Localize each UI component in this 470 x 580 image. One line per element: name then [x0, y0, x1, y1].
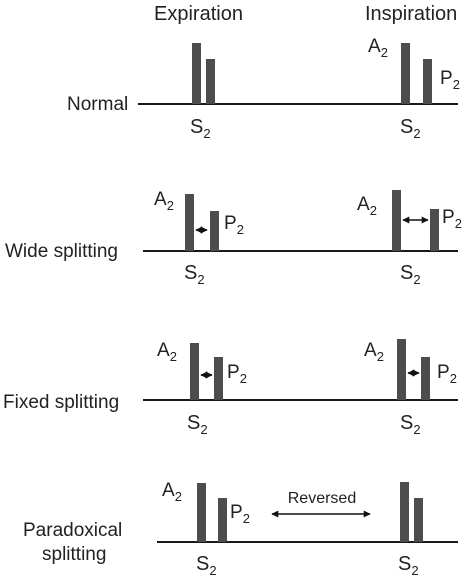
bar-p2-inspiration-fixed	[421, 357, 430, 400]
bar-p2-expiration-wide	[210, 211, 219, 251]
a2-label-inspiration-fixed: A2	[364, 340, 384, 364]
s2-label-inspiration-wide: S2	[400, 262, 421, 287]
row-normal: Normal S2 A2 P2 S2	[67, 36, 460, 141]
a2-label-inspiration-normal: A2	[368, 36, 388, 60]
bar-p2-expiration-normal	[206, 59, 215, 104]
row-label-wide-splitting: Wide splitting	[5, 241, 118, 262]
bar-a2-inspiration-fixed	[397, 339, 406, 400]
a2-label-expiration-wide: A2	[154, 189, 174, 213]
row-label-paradoxical-line1: Paradoxical	[23, 520, 122, 541]
p2-label-expiration-paradoxical: P2	[230, 502, 250, 526]
row-wide-splitting: Wide splitting A2 P2 S2 A2 P2 S2	[5, 189, 462, 287]
s2-label-expiration-fixed: S2	[187, 412, 208, 437]
s2-label-expiration-normal: S2	[190, 116, 211, 141]
bar-p2-inspiration-normal	[423, 59, 432, 104]
bar-a2-inspiration-paradoxical	[400, 482, 409, 542]
row-label-paradoxical-line2: splitting	[42, 544, 106, 565]
bar-a2-expiration-wide	[185, 194, 194, 251]
s2-label-expiration-wide: S2	[184, 262, 205, 287]
bar-a2-expiration-paradoxical	[197, 483, 206, 542]
s2-label-inspiration-normal: S2	[400, 116, 421, 141]
bar-p2-inspiration-paradoxical	[414, 498, 423, 542]
bar-a2-inspiration-normal	[401, 43, 410, 104]
bar-p2-expiration-fixed	[214, 357, 223, 400]
p2-label-inspiration-wide: P2	[442, 207, 462, 231]
p2-label-inspiration-fixed: P2	[437, 362, 457, 386]
p2-label-expiration-fixed: P2	[227, 362, 247, 386]
row-paradoxical-splitting: Paradoxical splitting A2 P2 S2 Reversed …	[23, 480, 458, 578]
bar-a2-expiration-normal	[192, 43, 201, 104]
a2-label-inspiration-wide: A2	[357, 194, 377, 218]
s2-label-expiration-paradoxical: S2	[196, 553, 217, 578]
bar-a2-inspiration-wide	[392, 190, 401, 251]
a2-label-expiration-paradoxical: A2	[162, 480, 182, 504]
inspiration-header: Inspiration	[365, 3, 457, 25]
bar-p2-inspiration-wide	[430, 209, 439, 251]
a2-label-expiration-fixed: A2	[157, 340, 177, 364]
row-label-fixed-splitting: Fixed splitting	[3, 392, 119, 413]
row-label-normal: Normal	[67, 94, 128, 115]
reversed-label: Reversed	[288, 490, 356, 507]
s2-label-inspiration-fixed: S2	[400, 412, 421, 437]
bar-a2-expiration-fixed	[190, 343, 199, 400]
bar-p2-expiration-paradoxical	[218, 498, 227, 542]
expiration-header: Expiration	[154, 3, 243, 25]
p2-label-expiration-wide: P2	[224, 213, 244, 237]
s2-label-inspiration-paradoxical: S2	[398, 553, 419, 578]
p2-label-inspiration-normal: P2	[440, 68, 460, 92]
row-fixed-splitting: Fixed splitting A2 P2 S2 A2 P2 S2	[3, 339, 458, 437]
